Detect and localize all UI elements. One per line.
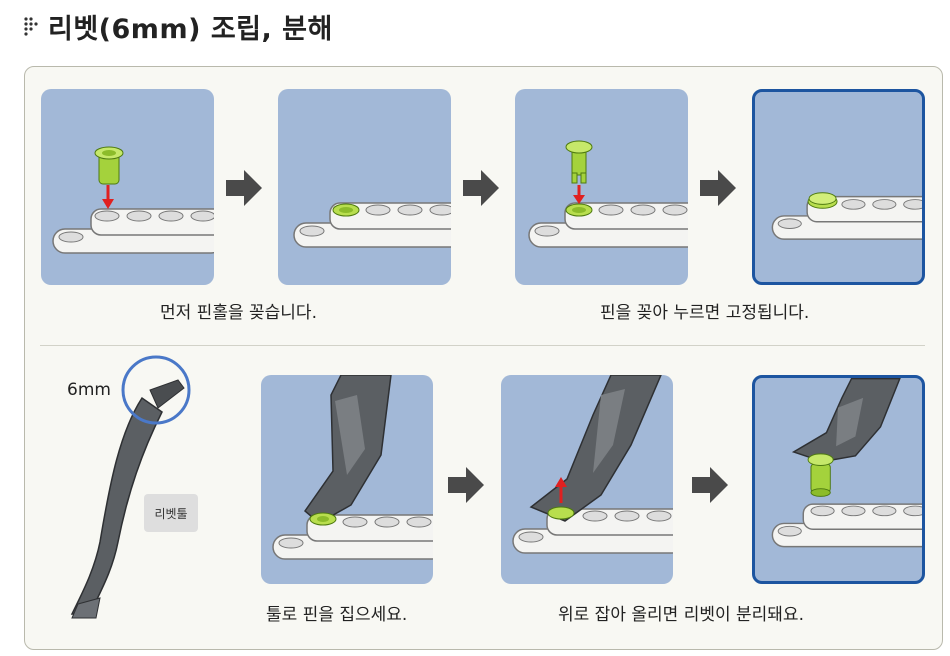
step-arrow-icon <box>448 467 484 503</box>
assembly-step-3-image <box>515 89 688 285</box>
assembly-caption-right: 핀을 꽂아 누르면 고정됩니다. <box>600 303 810 323</box>
tool-name-badge: 리벳툴 <box>144 494 198 532</box>
dotted-grip-icon <box>24 17 38 36</box>
step-arrow-icon <box>700 170 736 206</box>
page-title: 리벳(6mm) 조립, 분해 <box>48 13 333 45</box>
tool-tip-highlight-circle <box>121 355 191 425</box>
step-arrow-icon <box>226 170 262 206</box>
rivet-tool-image <box>70 355 191 619</box>
disassembly-caption-right: 위로 잡아 올리면 리벳이 분리돼요. <box>558 605 804 625</box>
section-divider <box>40 345 925 346</box>
assembly-result-image <box>752 89 925 285</box>
step-arrow-icon <box>692 467 728 503</box>
assembly-caption-left: 먼저 핀홀을 꽂습니다. <box>160 303 317 323</box>
disassembly-caption-left: 툴로 핀을 집으세요. <box>266 605 408 625</box>
section-title: 리벳(6mm) 조립, 분해 <box>22 6 333 46</box>
disassembly-step-1-image <box>261 375 433 584</box>
assembly-step-1-image <box>41 89 214 285</box>
disassembly-result-image <box>752 375 925 584</box>
assembly-step-2-image <box>278 89 451 285</box>
step-arrow-icon <box>463 170 499 206</box>
tool-size-label: 6mm <box>67 380 111 400</box>
disassembly-step-2-image <box>501 375 673 584</box>
